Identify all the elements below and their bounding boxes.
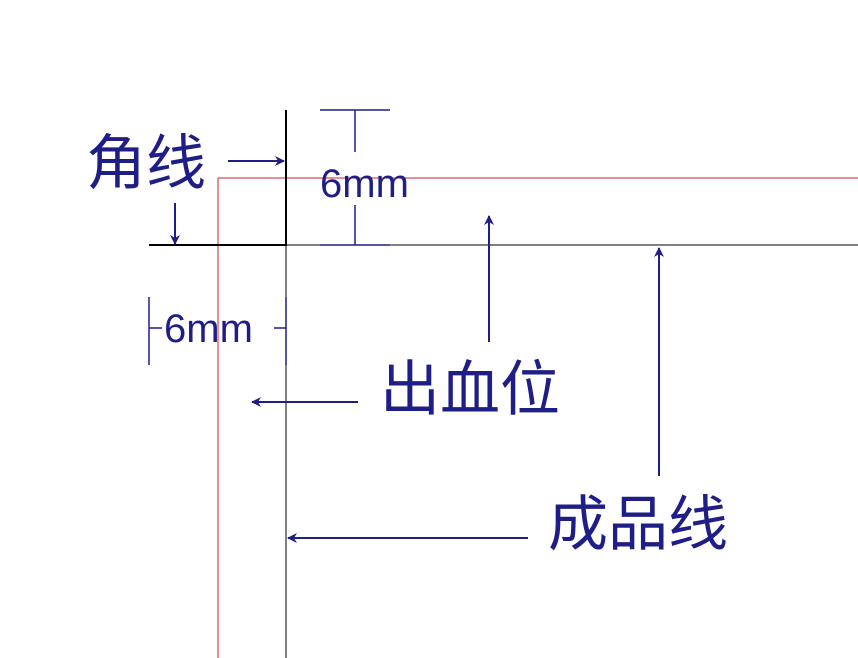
bleed-label: 出血位 (380, 355, 560, 425)
dimension-left-label: 6mm (164, 307, 253, 351)
dimension-top (320, 109, 390, 246)
dimension-left (148, 297, 287, 365)
dimension-top-label: 6mm (320, 162, 409, 206)
corner-line-label: 角线 (86, 129, 206, 199)
trim-line-label: 成品线 (548, 490, 728, 560)
